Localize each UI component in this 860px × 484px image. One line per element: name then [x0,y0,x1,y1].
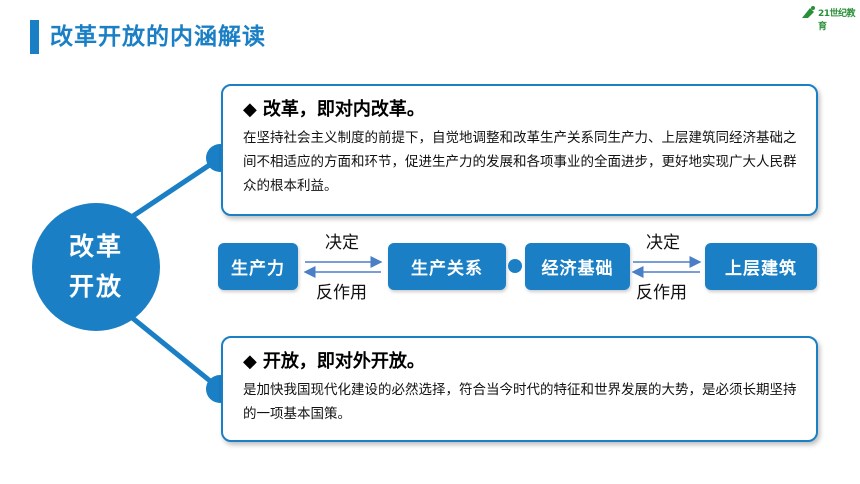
label-decide-1: 决定 [325,233,359,253]
connector-dot-middle [508,259,522,273]
title-accent-bar [30,20,39,54]
diamond-icon: ◆ [243,351,257,372]
opening-heading: ◆开放，即对外开放。 [243,348,804,376]
superstructure-box: 上层建筑 [705,243,817,290]
economic-base-box: 经济基础 [525,243,630,290]
page-title: 改革开放的内涵解读 [50,24,266,50]
opening-heading-text: 开放，即对外开放。 [262,351,425,372]
reform-card: ◆改革，即对内改革。 在坚持社会主义制度的前提下，自觉地调整和改革生产关系同生产… [221,84,818,216]
logo-text: 21世纪教育 [818,9,856,32]
opening-card: ◆开放，即对外开放。 是加快我国现代化建设的必然选择，符合当今时代的特征和世界发… [221,336,818,442]
label-decide-2: 决定 [646,233,680,253]
label-react-2: 反作用 [636,283,687,303]
diamond-icon: ◆ [243,99,257,120]
label-react-1: 反作用 [316,283,367,303]
reform-opening-circle: 改革 开放 [32,203,160,331]
reform-body: 在坚持社会主义制度的前提下，自觉地调整和改革生产关系同生产力、上层建筑同经济基础… [243,130,797,194]
logo-icon [802,6,815,18]
circle-label-line2: 开放 [68,272,123,301]
circle-label-line1: 改革 [68,232,123,261]
productive-forces-box: 生产力 [218,243,298,290]
opening-body: 是加快我国现代化建设的必然选择，符合当今时代的特征和世界发展的大势，是必须长期坚… [243,382,797,422]
reform-heading: ◆改革，即对内改革。 [243,96,804,124]
production-relations-box: 生产关系 [388,243,506,290]
reform-heading-text: 改革，即对内改革。 [262,99,425,120]
